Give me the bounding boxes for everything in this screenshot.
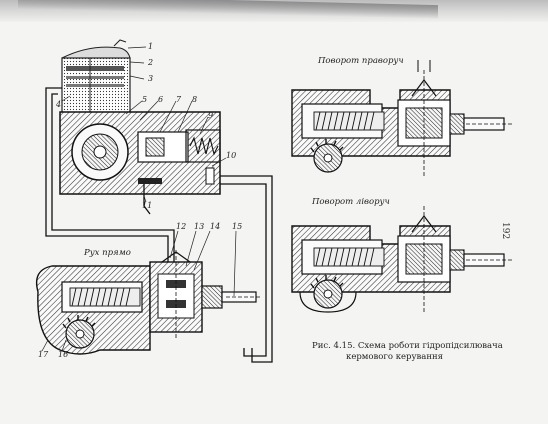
callout-1: 1 [148, 42, 154, 51]
callout-11: 11 [142, 201, 153, 210]
sector-gear-right [310, 139, 344, 173]
callout-2: 2 [148, 58, 154, 67]
steering-gear-left-turn [291, 206, 512, 313]
sector-gear-left [310, 275, 344, 309]
sector-gear [62, 315, 96, 349]
callout-7: 7 [176, 95, 182, 104]
callout-12: 12 [176, 222, 187, 231]
title-left-turn: Поворот ліворуч [312, 197, 390, 207]
steering-gear-straight [35, 250, 262, 355]
pump-body [59, 111, 221, 195]
hydraulic-lines [45, 87, 273, 363]
title-right-turn: Поворот праворуч [318, 56, 404, 66]
callout-9: 9 [208, 111, 214, 120]
caption-line-2: кермового керування [346, 352, 444, 362]
pump-assembly [45, 39, 273, 363]
callout-6: 6 [158, 95, 164, 104]
page-number: 192 [500, 222, 510, 240]
callout-15: 15 [232, 222, 243, 231]
steering-gear-right-turn [291, 60, 512, 176]
oil-reservoir [61, 39, 131, 115]
caption-line-1: Рис. 4.15. Схема роботи гідропідсилювача [312, 341, 503, 351]
title-straight: Рух прямо [84, 248, 131, 258]
figure-caption: Рис. 4.15. Схема роботи гідропідсилювача… [312, 341, 508, 363]
callout-17: 17 [38, 350, 49, 359]
callout-13: 13 [194, 222, 205, 231]
callout-14: 14 [210, 222, 221, 231]
callout-3: 3 [148, 74, 154, 83]
callout-leaders [41, 46, 237, 352]
callout-5: 5 [142, 95, 148, 104]
callout-16: 16 [58, 350, 69, 359]
callout-4: 4 [56, 100, 62, 109]
callout-8: 8 [192, 95, 198, 104]
callout-10: 10 [226, 151, 237, 160]
